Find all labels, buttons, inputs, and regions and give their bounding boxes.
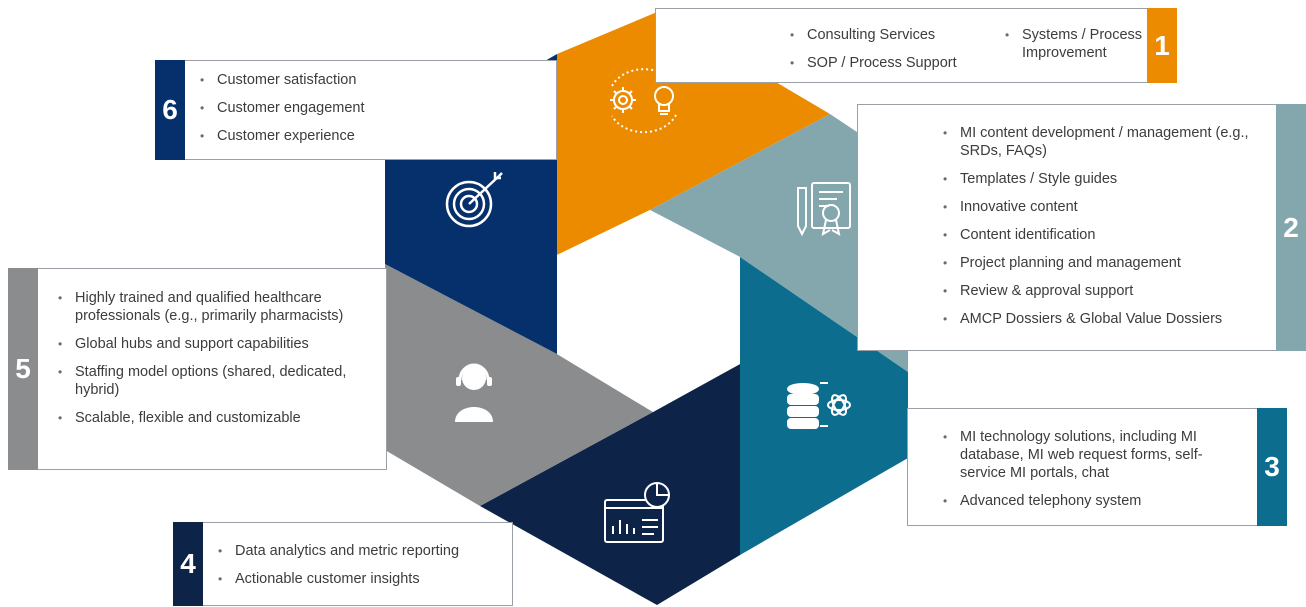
list-item: Scalable, flexible and customizable [56,409,376,427]
list-item: Customer satisfaction [198,71,438,89]
center-hexagon [557,210,740,412]
section-3-number: 3 [1257,408,1287,526]
list-item: Innovative content [941,198,1281,216]
list-item: AMCP Dossiers & Global Value Dossiers [941,310,1281,328]
list-item: Systems / Process Improvement [1003,26,1153,62]
section-4-number: 4 [173,522,203,606]
section-4-list: Data analytics and metric reporting Acti… [216,542,506,588]
segment-1 [557,12,830,255]
section-4-box: 4 Data analytics and metric reporting Ac… [173,522,513,606]
target-icon [445,172,503,228]
list-item: Customer engagement [198,99,438,117]
section-6-list: Customer satisfaction Customer engagemen… [198,71,438,145]
list-item: Project planning and management [941,254,1281,272]
list-item: Advanced telephony system [941,492,1241,510]
section-1-list: Consulting Services SOP / Process Suppor… [788,26,978,72]
list-item: MI content development / management (e.g… [941,124,1281,160]
list-item: Data analytics and metric reporting [216,542,506,560]
list-item: Consulting Services [788,26,978,44]
list-item: Templates / Style guides [941,170,1281,188]
segment-3 [740,257,908,555]
section-5-number: 5 [8,268,38,470]
segment-4 [480,364,740,605]
section-2-number: 2 [1276,104,1306,351]
list-item: Review & approval support [941,282,1281,300]
analytics-dashboard-icon [604,482,670,543]
segment-5 [385,264,653,506]
section-5-list: Highly trained and qualified healthcare … [56,289,376,427]
section-2-list: MI content development / management (e.g… [941,124,1281,328]
list-item: Highly trained and qualified healthcare … [56,289,376,325]
headset-agent-icon [455,363,493,422]
section-6-number: 6 [155,60,185,160]
list-item: Staffing model options (shared, dedicate… [56,363,376,399]
list-item: Actionable customer insights [216,570,506,588]
segment-2 [650,114,908,372]
list-item: MI technology solutions, including MI da… [941,428,1241,482]
gear-lightbulb-icon [610,68,677,134]
section-6-box: 6 Customer satisfaction Customer engagem… [155,60,557,160]
section-5-box: 5 Highly trained and qualified healthcar… [8,268,387,470]
section-3-box: 3 MI technology solutions, including MI … [907,408,1287,526]
section-1-list-2: Systems / Process Improvement [1003,26,1153,62]
list-item: Content identification [941,226,1281,244]
list-item: SOP / Process Support [788,54,978,72]
list-item: Global hubs and support capabilities [56,335,376,353]
section-1-box: 1 Consulting Services SOP / Process Supp… [655,8,1177,83]
database-atom-icon [787,382,851,429]
document-certificate-icon [797,182,851,237]
section-2-box: 2 MI content development / management (e… [857,104,1306,351]
section-3-list: MI technology solutions, including MI da… [941,428,1241,510]
list-item: Customer experience [198,127,438,145]
